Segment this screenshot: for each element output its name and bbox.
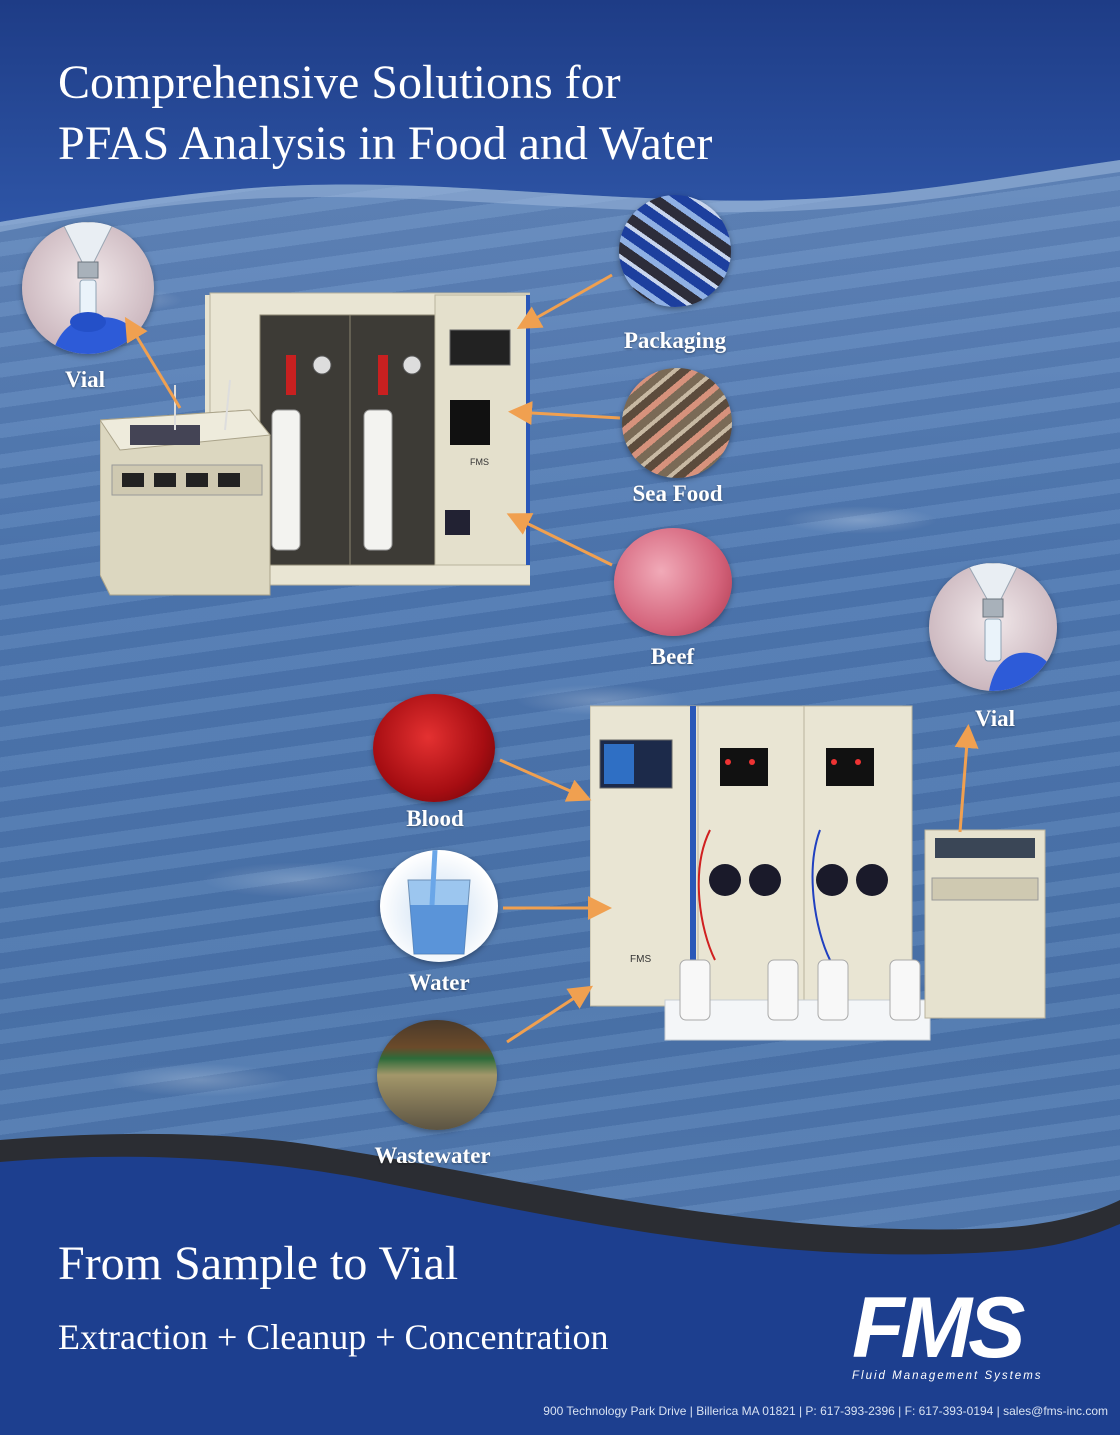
bottom-vial-label: Vial: [974, 706, 1016, 731]
beef-photo: [614, 528, 732, 636]
title-line-2: PFAS Analysis in Food and Water: [58, 117, 713, 170]
vial-photo-bottom: [929, 563, 1057, 691]
glass-icon: [407, 850, 471, 955]
arrow-to-top-vial: [124, 316, 182, 409]
title-line-1: Comprehensive Solutions for: [58, 56, 621, 109]
water-photo: [380, 850, 498, 962]
blood-photo: [373, 694, 495, 802]
footer-subline: Extraction + Cleanup + Concentration: [58, 1317, 609, 1357]
blood-label: Blood: [406, 806, 464, 831]
top-vial-label: Vial: [64, 367, 106, 392]
arrow-packaging: [516, 273, 613, 329]
arrow-to-bottom-vial: [954, 724, 979, 833]
top-instrument-brand: FMS: [470, 457, 489, 467]
contact-line: 900 Technology Park Drive | Billerica MA…: [543, 1404, 1108, 1418]
seafood-label: Sea Food: [632, 481, 723, 506]
page-title: Comprehensive Solutions for PFAS Analysi…: [58, 52, 712, 174]
fms-logo: FMS Fluid Management Systems: [852, 1280, 1058, 1382]
wastewater-photo: [377, 1020, 497, 1130]
header-band: [0, 0, 1120, 232]
top-arrows: [124, 273, 621, 567]
vial-illustration-bottom: [966, 563, 1057, 691]
top-extraction-instrument: FMS: [100, 292, 530, 596]
arrow-wastewater: [506, 985, 594, 1044]
water-label: Water: [408, 970, 470, 995]
footer-headline: From Sample to Vial: [58, 1237, 459, 1290]
packaging-label: Packaging: [623, 328, 727, 353]
beef-label: Beef: [650, 644, 695, 669]
wastewater-label: Wastewater: [374, 1143, 491, 1168]
arrow-beef: [506, 513, 613, 567]
logo-tagline: Fluid Management Systems: [852, 1370, 1043, 1382]
arrow-seafood: [508, 401, 621, 425]
logo-wordmark: FMS: [852, 1280, 1026, 1376]
arrow-blood: [499, 758, 592, 802]
seafood-photo: [622, 368, 732, 478]
packaging-photo: [619, 195, 731, 307]
footer-band: [0, 1133, 1120, 1435]
bottom-extraction-instrument: FMS: [590, 705, 1046, 1041]
bottom-instrument-brand: FMS: [630, 954, 651, 965]
bottom-arrows: [499, 724, 979, 1044]
